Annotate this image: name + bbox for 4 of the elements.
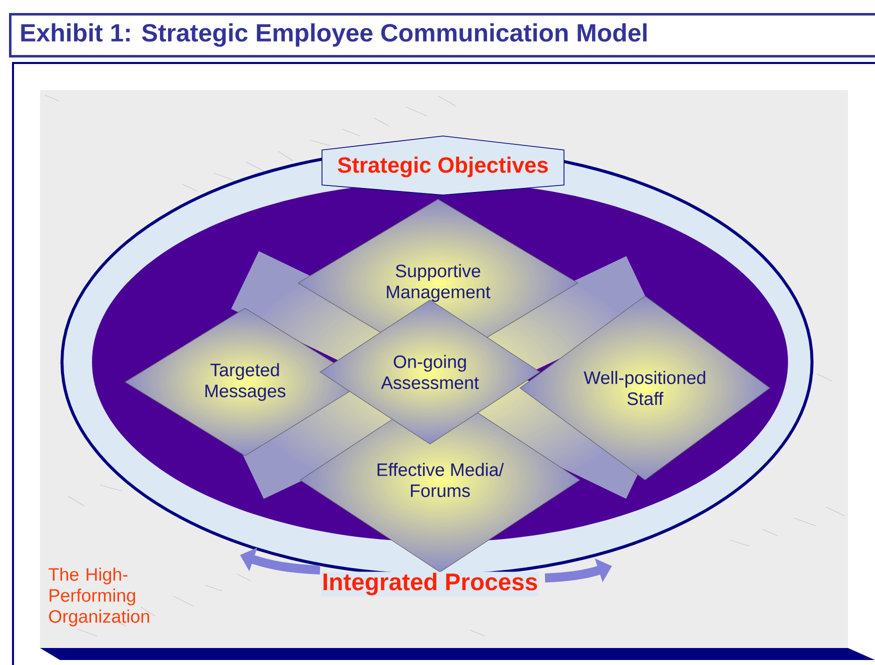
caption-text: The High-Performing Organization <box>48 568 150 626</box>
title-banner: Exhibit 1: Strategic Employee Communication Model <box>9 13 875 58</box>
ring-label: Strategic Objectives <box>336 156 550 178</box>
ring-label: Integrated Process <box>320 572 540 596</box>
